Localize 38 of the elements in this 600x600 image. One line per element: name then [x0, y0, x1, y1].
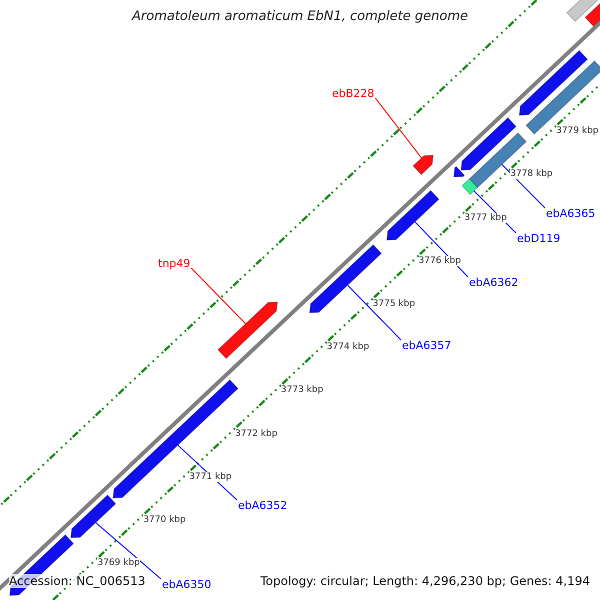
accession-text: Accession: NC_006513 — [9, 574, 146, 588]
scale-label: 3773 kbp — [280, 385, 324, 396]
leader-line — [374, 98, 422, 158]
gene-label: ebA6352 — [238, 499, 288, 512]
scale-label: 3771 kbp — [189, 472, 232, 482]
leader-line — [347, 284, 402, 340]
gene-segment — [518, 50, 588, 116]
gene-segment — [412, 154, 434, 176]
scale-label: 3770 kbp — [143, 515, 186, 526]
leader-line — [95, 522, 162, 580]
gene-segment — [386, 190, 440, 241]
leader-line — [190, 268, 246, 324]
gene-label: ebA6357 — [402, 339, 452, 352]
gene-segment — [70, 494, 116, 538]
gene-segment — [525, 60, 600, 135]
gene-label: ebA6365 — [546, 207, 596, 220]
gene-segment — [584, 0, 600, 27]
leader-line — [501, 164, 546, 208]
gene-label: ebA6350 — [162, 578, 212, 591]
gene-segment — [461, 178, 478, 196]
scale-label: 3772 kbp — [235, 428, 278, 439]
map-title: Aromatoleum aromaticum EbN1, complete genome — [130, 9, 469, 24]
genome-info-text: Topology: circular; Length: 4,296,230 bp; Genes: 4,194 — [260, 574, 590, 588]
gene-segment — [460, 117, 517, 171]
gene-segment — [566, 0, 600, 22]
scale-label: 3779 kbp — [556, 126, 599, 136]
scale-label: 3769 kbp — [97, 558, 140, 568]
gene-segment — [217, 302, 278, 360]
scale-label: 3778 kbp — [510, 169, 553, 180]
gene-label: ebD119 — [517, 232, 560, 245]
gene-label: ebA6362 — [469, 276, 518, 289]
scale-label: 3776 kbp — [418, 256, 461, 266]
scale-label: 3775 kbp — [372, 299, 416, 309]
scale-label: 3774 kbp — [326, 342, 370, 352]
gene-segment — [453, 166, 465, 178]
gene-label: tnp49 — [158, 257, 190, 270]
gene-label: ebB228 — [332, 87, 374, 100]
scale-label: 3777 kbp — [464, 212, 507, 223]
